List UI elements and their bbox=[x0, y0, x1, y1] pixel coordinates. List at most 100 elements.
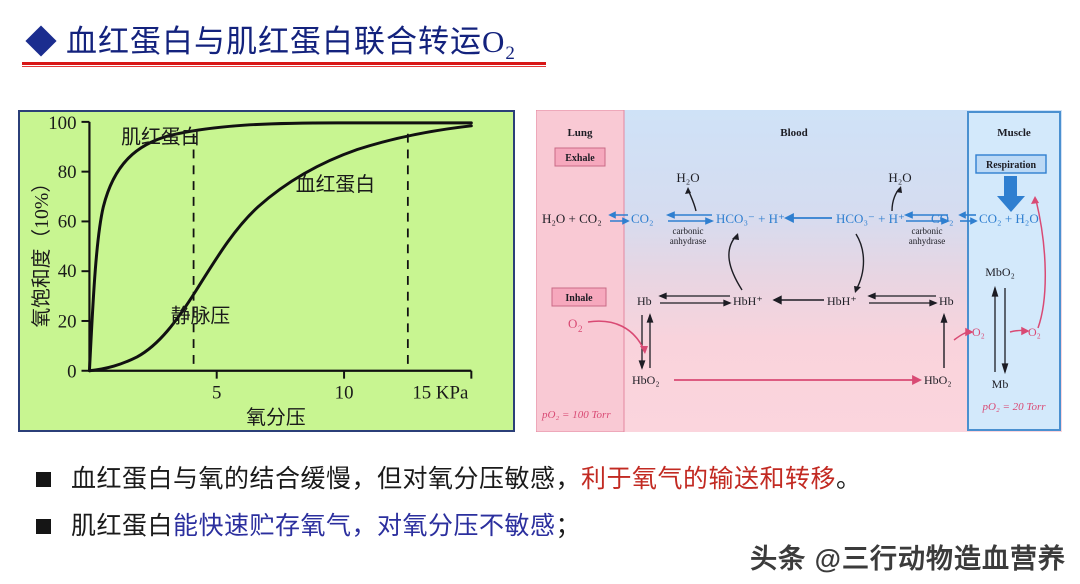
diamond-icon bbox=[25, 25, 57, 57]
arrow-hbo2-hb-right bbox=[940, 312, 948, 368]
lung-o2-label: O bbox=[568, 316, 577, 331]
y-tick-40: 40 bbox=[58, 261, 77, 282]
water-right: H₂O bbox=[888, 170, 911, 185]
arrow-o2-to-respiration bbox=[1035, 199, 1046, 329]
lung-title: Lung bbox=[567, 127, 593, 139]
y-tick-labels: 0 20 40 60 80 100 bbox=[48, 113, 76, 383]
x-tick-labels: 5 10 15 KPa bbox=[212, 382, 469, 403]
bicarb-right: HCO₃⁻ + H⁺ bbox=[836, 211, 905, 226]
arrow-hbh-transport bbox=[772, 295, 824, 305]
inhale-label: Inhale bbox=[565, 293, 593, 304]
bullet1-black-prefix: 血红蛋白与氧的结合缓慢，但对氧分压敏感， bbox=[71, 466, 582, 493]
arrow-bicarb-transport bbox=[783, 213, 832, 223]
bullet2-blue-part: 能快速贮存氧气，对氧分压不敏感 bbox=[173, 513, 556, 540]
lung-o2-sub: 2 bbox=[578, 324, 583, 334]
title-subscript: 2 bbox=[505, 43, 516, 65]
exhale-label: Exhale bbox=[565, 153, 595, 164]
oxygen-saturation-chart: 0 20 40 60 80 100 5 10 15 KPa 氧分压 氧饱和度（1… bbox=[18, 110, 515, 432]
y-tick-100: 100 bbox=[48, 113, 76, 134]
respiration-label: Respiration bbox=[986, 160, 1036, 171]
exhale-box bbox=[554, 147, 606, 167]
bullet-list: 血红蛋白与氧的结合缓慢，但对氧分压敏感，利于氧气的输送和转移。 肌红蛋白能快速贮… bbox=[36, 462, 1056, 556]
y-tick-20: 20 bbox=[58, 311, 77, 332]
arrow-o2-into-blood bbox=[587, 320, 645, 351]
bullet-text-2: 肌红蛋白能快速贮存氧气，对氧分压不敏感； bbox=[71, 509, 581, 544]
arrow-carbonic-right bbox=[903, 211, 951, 225]
x-tick-15: 15 KPa bbox=[412, 382, 469, 403]
vertical-markers bbox=[192, 133, 409, 371]
hb-left: Hb bbox=[637, 294, 652, 308]
arrow-co2-muscle bbox=[958, 211, 978, 225]
muscle-equation: CO₂ + H₂O bbox=[979, 211, 1039, 226]
arrow-hbo2-transport bbox=[674, 375, 923, 385]
enzyme-right-line2: anhydrase bbox=[909, 236, 945, 246]
list-item: 血红蛋白与氧的结合缓慢，但对氧分压敏感，利于氧气的输送和转移。 bbox=[36, 462, 1056, 497]
arrow-proton-left bbox=[728, 235, 743, 291]
arrow-mb-mbo2 bbox=[991, 285, 1009, 375]
mbo2-label: MbO₂ bbox=[985, 265, 1015, 279]
blood-right-co2: CO₂ bbox=[931, 211, 954, 226]
hbh-left: HbH⁺ bbox=[733, 294, 763, 308]
square-bullet-icon bbox=[36, 472, 51, 487]
arrow-hbh-hb-right bbox=[867, 292, 938, 307]
x-tick-10: 10 bbox=[335, 382, 354, 403]
list-item: 肌红蛋白能快速贮存氧气，对氧分压不敏感； bbox=[36, 509, 1056, 544]
arrow-lung-co2 bbox=[608, 211, 630, 225]
enzyme-left-line2: anhydrase bbox=[670, 236, 706, 246]
enzyme-right-line1: carbonic bbox=[912, 226, 943, 236]
bullet2-black-suffix: ； bbox=[555, 513, 582, 540]
mb-label: Mb bbox=[992, 377, 1009, 391]
chart-svg: 0 20 40 60 80 100 5 10 15 KPa 氧分压 氧饱和度（1… bbox=[31, 113, 473, 429]
inhale-box bbox=[551, 287, 607, 307]
enzyme-left-line1: carbonic bbox=[673, 226, 704, 236]
arrow-hb-hbo2-left bbox=[638, 313, 654, 370]
bio-svg: Lung Blood Muscle Exhale Respiration H₂O… bbox=[536, 110, 1061, 432]
blood-left-co2: CO₂ bbox=[631, 211, 654, 226]
chart-axes bbox=[88, 121, 472, 372]
y-tick-80: 80 bbox=[58, 162, 77, 183]
x-axis-title: 氧分压 bbox=[246, 407, 305, 429]
watermark: 头条 @三行动物造血营养 bbox=[750, 544, 1066, 574]
respiration-box bbox=[975, 154, 1047, 174]
muscle-o2-out: O₂ bbox=[1028, 325, 1041, 339]
y-tick-60: 60 bbox=[58, 212, 77, 233]
title-underline-thin bbox=[22, 66, 546, 67]
hbh-right: HbH⁺ bbox=[827, 294, 857, 308]
title-text: 血红蛋白与肌红蛋白联合转运O2 bbox=[66, 16, 516, 65]
water-left: H₂O bbox=[676, 170, 699, 185]
hbo2-right: HbO₂ bbox=[924, 373, 952, 387]
hbo2-left: HbO₂ bbox=[632, 373, 660, 387]
annotation-myoglobin: 肌红蛋白 bbox=[121, 127, 200, 149]
y-axis-ticks bbox=[81, 120, 90, 372]
square-bullet-icon bbox=[36, 519, 51, 534]
respiration-arrow-icon bbox=[997, 176, 1025, 212]
arrow-carbonic-left bbox=[665, 211, 715, 225]
arrow-hb-hbh-left bbox=[658, 292, 732, 307]
curve-myoglobin bbox=[87, 121, 473, 373]
oxygen-transport-diagram: Lung Blood Muscle Exhale Respiration H₂O… bbox=[536, 110, 1062, 432]
hb-right: Hb bbox=[939, 294, 954, 308]
annotation-hemoglobin: 血红蛋白 bbox=[296, 174, 375, 196]
annotation-venous-pressure: 静脉压 bbox=[171, 305, 230, 327]
muscle-po2: pO₂ = 20 Torr bbox=[981, 401, 1046, 413]
bullet1-black-suffix: 。 bbox=[836, 466, 862, 493]
lung-equation: H₂O + CO₂ bbox=[542, 211, 602, 226]
arrow-proton-right bbox=[855, 233, 865, 291]
arrow-o2-release bbox=[953, 326, 1030, 341]
x-tick-5: 5 bbox=[212, 382, 221, 403]
y-tick-0: 0 bbox=[67, 362, 76, 383]
muscle-title: Muscle bbox=[997, 127, 1031, 139]
bicarb-left: HCO₃⁻ + H⁺ bbox=[716, 211, 785, 226]
curve-hemoglobin bbox=[87, 124, 473, 373]
bullet-text-1: 血红蛋白与氧的结合缓慢，但对氧分压敏感，利于氧气的输送和转移。 bbox=[71, 462, 862, 497]
page-title: 血红蛋白与肌红蛋白联合转运O2 bbox=[25, 16, 516, 65]
title-underline bbox=[22, 62, 546, 65]
blood-title: Blood bbox=[780, 127, 808, 139]
y-axis-title: 氧饱和度（10%） bbox=[31, 173, 53, 328]
lung-po2: pO₂ = 100 Torr bbox=[541, 409, 611, 421]
bullet1-red-part: 利于氧气的输送和转移 bbox=[581, 466, 837, 493]
title-main: 血红蛋白与肌红蛋白联合转运O bbox=[66, 24, 506, 59]
bullet2-black-prefix: 肌红蛋白 bbox=[71, 513, 174, 540]
muscle-o2-in: O₂ bbox=[972, 325, 985, 339]
